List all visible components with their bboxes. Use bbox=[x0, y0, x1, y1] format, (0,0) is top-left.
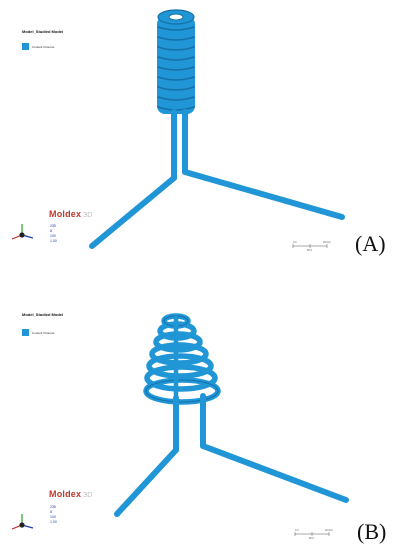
scale-unit: mm bbox=[328, 241, 331, 244]
legend-label: Coolant Channel bbox=[32, 330, 55, 335]
scale-max: 20.0 bbox=[323, 241, 328, 244]
panel-label: (A) bbox=[355, 231, 386, 256]
model-title: Model_Studied Model bbox=[22, 312, 64, 317]
legend-label: Coolant Channel bbox=[32, 44, 55, 49]
view-info: 235 8 100 1.00 bbox=[50, 505, 57, 524]
axis-triad-icon bbox=[11, 224, 34, 240]
panel-b: Model_Studied Model Coolant Channel bbox=[0, 278, 398, 555]
model-title: Model_Studied Model bbox=[22, 29, 64, 34]
scale-bar: 0.0 20.0 mm 50.0 bbox=[292, 241, 331, 252]
legend-swatch bbox=[22, 43, 29, 50]
scale-max: 20.0 bbox=[325, 529, 330, 532]
view-info: 235 8 100 1.00 bbox=[50, 224, 57, 243]
scale-unit: mm bbox=[330, 529, 333, 532]
panel-label: (B) bbox=[357, 519, 387, 544]
panel-a: Model_Studied Model Coolant Channel bbox=[0, 0, 398, 277]
coolant-channel-model bbox=[89, 9, 345, 249]
axis-triad-icon bbox=[11, 514, 34, 530]
legend-item: Coolant Channel bbox=[22, 43, 54, 50]
scale-bar: 0.0 20.0 mm 50.0 bbox=[294, 529, 333, 540]
scale-min: 0.0 bbox=[293, 241, 297, 244]
coolant-channel-model bbox=[114, 313, 349, 517]
scale-mid: 50.0 bbox=[309, 537, 314, 540]
scale-mid: 50.0 bbox=[307, 249, 312, 252]
legend-swatch bbox=[22, 329, 29, 336]
legend-item: Coolant Channel bbox=[22, 329, 54, 336]
scale-min: 0.0 bbox=[295, 529, 299, 532]
